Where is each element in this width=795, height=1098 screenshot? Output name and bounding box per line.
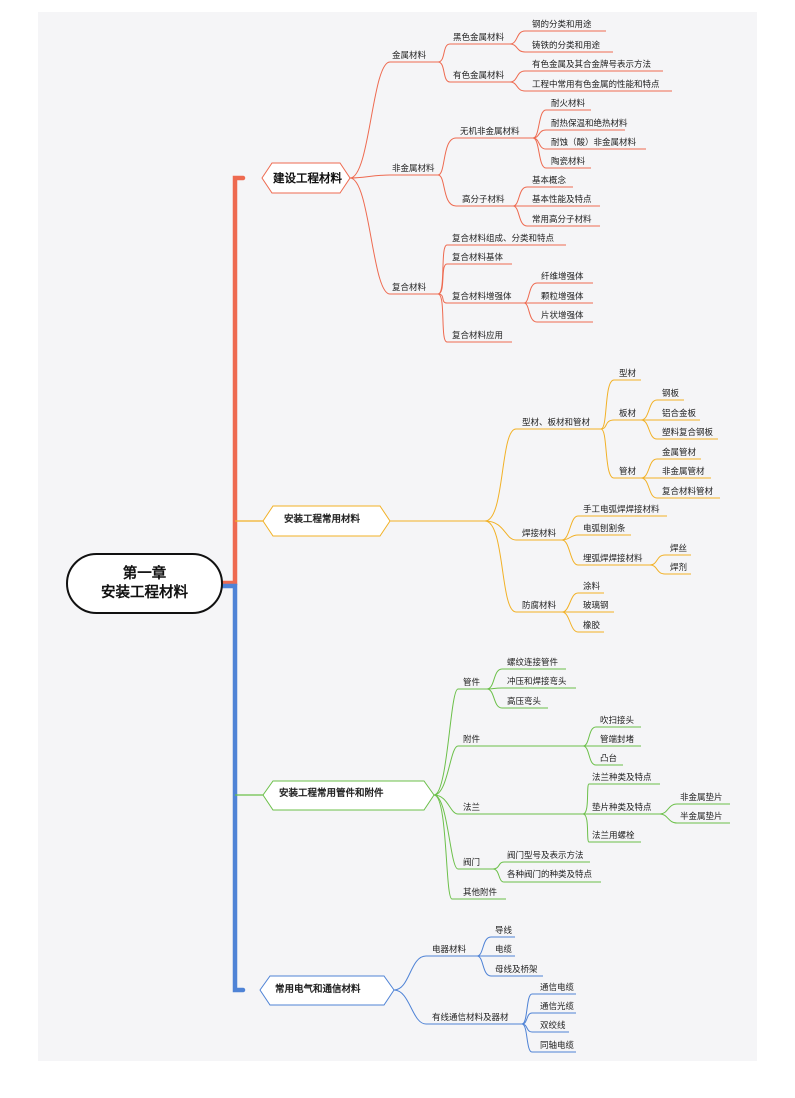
leaf-polymer-3[interactable]: 常用高分子材料 (532, 215, 592, 225)
leaf-reinforce-3[interactable]: 片状增强体 (541, 311, 584, 321)
leaf-flange-1[interactable]: 法兰种类及特点 (592, 773, 652, 783)
mindmap-canvas (38, 12, 757, 1061)
leaf-gasket-2[interactable]: 半金属垫片 (680, 812, 723, 822)
node-anticorr[interactable]: 防腐材料 (522, 601, 557, 611)
leaf-electric-1[interactable]: 导线 (495, 926, 513, 936)
leaf-anticorr-3[interactable]: 橡胶 (583, 621, 601, 631)
leaf-accessories-3[interactable]: 凸台 (600, 754, 618, 764)
node-polymer[interactable]: 高分子材料 (462, 195, 505, 205)
leaf-plate-2[interactable]: 铝合金板 (662, 409, 697, 419)
leaf-accessories-2[interactable]: 管端封堵 (600, 735, 635, 745)
node-reinforce[interactable]: 复合材料增强体 (452, 292, 512, 302)
leaf-inorganic-3[interactable]: 耐蚀（酸）非金属材料 (551, 138, 637, 148)
leaf-plate-3[interactable]: 塑料复合钢板 (662, 428, 714, 438)
branch-b2-title[interactable]: 安装工程常用材料 (284, 514, 361, 525)
leaf-comm-2[interactable]: 通信光缆 (540, 1002, 575, 1012)
leaf-composite-1[interactable]: 复合材料组成、分类和特点 (452, 234, 555, 244)
node-nonferrous[interactable]: 有色金属材料 (453, 71, 505, 81)
leaf-comm-3[interactable]: 双绞线 (540, 1021, 566, 1031)
leaf-polymer-1[interactable]: 基本概念 (532, 176, 567, 186)
node-metal[interactable]: 金属材料 (392, 51, 427, 61)
leaf-composite-4[interactable]: 复合材料应用 (452, 331, 504, 341)
node-plate[interactable]: 板材 (619, 409, 637, 419)
branch-b4-title[interactable]: 常用电气和通信材料 (275, 984, 361, 995)
root-title-line2: 安装工程材料 (101, 584, 188, 601)
branch-b3-title[interactable]: 安装工程常用管件和附件 (279, 788, 384, 799)
leaf-plate-1[interactable]: 钢板 (662, 389, 680, 399)
node-valve[interactable]: 阀门 (463, 858, 481, 868)
leaf-welding-1[interactable]: 手工电弧焊焊接材料 (583, 505, 660, 515)
node-composite[interactable]: 复合材料 (392, 283, 427, 293)
leaf-nonferrous-2[interactable]: 工程中常用有色金属的性能和特点 (532, 80, 660, 90)
leaf-polymer-2[interactable]: 基本性能及特点 (532, 195, 592, 205)
node-nonmetal[interactable]: 非金属材料 (392, 164, 435, 174)
node-welding[interactable]: 焊接材料 (522, 529, 557, 539)
leaf-gasket-1[interactable]: 非金属垫片 (680, 793, 723, 803)
leaf-valve-2[interactable]: 各种阀门的种类及特点 (507, 870, 593, 880)
leaf-ferrous-1[interactable]: 钢的分类和用途 (532, 20, 592, 30)
leaf-fittings-3[interactable]: 高压弯头 (507, 697, 542, 707)
leaf-composite-2[interactable]: 复合材料基体 (452, 253, 504, 263)
node-submerged[interactable]: 埋弧焊焊接材料 (583, 554, 643, 564)
node-electric[interactable]: 电器材料 (432, 945, 467, 955)
leaf-comm-1[interactable]: 通信电缆 (540, 983, 575, 993)
leaf-pipe-1[interactable]: 金属管材 (662, 448, 697, 458)
node-pipe[interactable]: 管材 (619, 467, 637, 477)
node-inorganic[interactable]: 无机非金属材料 (460, 127, 520, 137)
leaf-valve-1[interactable]: 阀门型号及表示方法 (507, 851, 584, 861)
leaf-shape[interactable]: 型材 (619, 369, 637, 379)
leaf-inorganic-1[interactable]: 耐火材料 (551, 99, 586, 109)
leaf-electric-3[interactable]: 母线及桥架 (495, 965, 538, 975)
leaf-pipe-3[interactable]: 复合材料管材 (662, 487, 714, 497)
leaf-anticorr-2[interactable]: 玻璃钢 (583, 601, 609, 611)
node-profile[interactable]: 型材、板材和管材 (522, 418, 591, 428)
leaf-submerged-2[interactable]: 焊剂 (670, 563, 688, 573)
node-flange[interactable]: 法兰 (463, 803, 481, 813)
node-comm[interactable]: 有线通信材料及器材 (432, 1013, 509, 1023)
leaf-accessories-1[interactable]: 吹扫接头 (600, 716, 635, 726)
leaf-reinforce-1[interactable]: 纤维增强体 (541, 272, 584, 282)
leaf-ferrous-2[interactable]: 铸铁的分类和用途 (532, 41, 601, 51)
leaf-inorganic-2[interactable]: 耐热保温和绝热材料 (551, 119, 628, 129)
leaf-fittings-2[interactable]: 冲压和焊接弯头 (507, 677, 567, 687)
leaf-other[interactable]: 其他附件 (463, 888, 498, 898)
leaf-fittings-1[interactable]: 螺纹连接管件 (507, 658, 559, 668)
leaf-welding-2[interactable]: 电弧刨割条 (583, 524, 626, 534)
leaf-submerged-1[interactable]: 焊丝 (670, 544, 688, 554)
node-fittings[interactable]: 管件 (463, 678, 481, 688)
root-title-line1: 第一章 (122, 565, 167, 582)
branch-b1-title[interactable]: 建设工程材料 (273, 171, 342, 185)
leaf-inorganic-4[interactable]: 陶瓷材料 (551, 157, 586, 167)
leaf-pipe-2[interactable]: 非金属管材 (662, 467, 705, 477)
leaf-anticorr-1[interactable]: 涂料 (583, 582, 601, 592)
leaf-comm-4[interactable]: 同轴电缆 (540, 1041, 575, 1051)
leaf-electric-2[interactable]: 电缆 (495, 945, 513, 955)
leaf-nonferrous-1[interactable]: 有色金属及其合金牌号表示方法 (532, 60, 652, 70)
leaf-reinforce-2[interactable]: 颗粒增强体 (541, 292, 584, 302)
node-accessories[interactable]: 附件 (463, 735, 481, 745)
node-gasket[interactable]: 垫片种类及特点 (592, 803, 652, 813)
leaf-flange-3[interactable]: 法兰用螺栓 (592, 831, 635, 841)
node-ferrous[interactable]: 黑色金属材料 (453, 33, 505, 43)
root-node[interactable]: 第一章 安装工程材料 (66, 553, 223, 614)
